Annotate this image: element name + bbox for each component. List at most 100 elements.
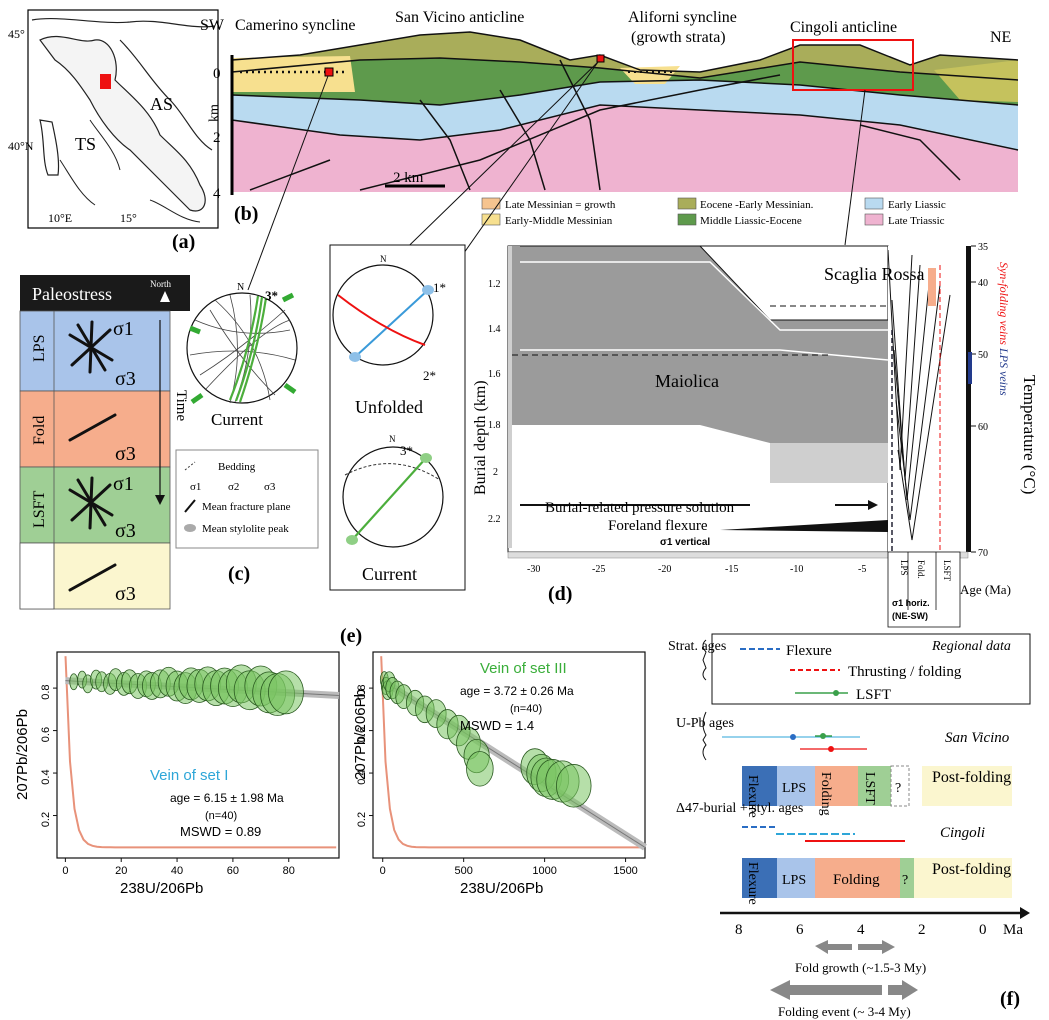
legend-middle-liassic: Middle Liassic-Eocene <box>700 215 802 227</box>
concordia-curve <box>380 656 643 849</box>
y-tick-label: 0.6 <box>40 727 52 742</box>
row-label-fold: Fold <box>31 416 48 445</box>
sv-phase-folding: Folding <box>818 772 833 816</box>
san-vicino-label: San Vicino <box>945 730 1010 746</box>
set1-age: age = 6.15 ± 1.98 Ma <box>170 791 284 805</box>
depth-tick-1-2: 1.2 <box>488 279 501 290</box>
age-tick-m30: -30 <box>527 564 540 575</box>
y-tick-label: 0.4 <box>40 769 52 784</box>
tl-tick-6: 6 <box>796 922 804 938</box>
concordia-curve <box>64 656 337 849</box>
depth-tick-2: 2 <box>213 130 221 146</box>
legend-early-liassic: Early Liassic <box>888 199 946 211</box>
legend-stylolite: Mean stylolite peak <box>202 523 289 535</box>
c-phase-flexure: Flexure <box>745 862 760 905</box>
unfolded-marker-1: 1* <box>433 280 446 295</box>
burial-axis-label: Burial depth (km) <box>472 380 489 495</box>
unfolded-marker-2: 2* <box>423 368 436 383</box>
stereonet-north: N <box>237 282 244 293</box>
foreland-flexure-label: Foreland flexure <box>608 518 708 534</box>
x-tick-label: 60 <box>227 865 239 877</box>
set1-title: Vein of set I <box>150 767 228 784</box>
post-sigma3: σ3 <box>115 583 136 605</box>
unfolded-north: N <box>380 254 387 264</box>
temp-tick-40: 40 <box>978 278 988 289</box>
set3-mswd: MSWD = 1.4 <box>460 718 534 733</box>
x-tick-label: 80 <box>283 865 295 877</box>
data-point <box>69 673 79 691</box>
data-point <box>466 751 494 787</box>
stereonet-current: N 3* Current <box>186 282 298 429</box>
y-tick-label: 0.8 <box>40 684 52 699</box>
paleostress-header: Paleostress <box>32 284 112 304</box>
legend-early-messinian: Early-Middle Messinian <box>505 215 613 227</box>
y-tick-label: 0.2 <box>40 812 52 827</box>
x-tick-label: 500 <box>454 865 472 877</box>
c-phase-folding: Folding <box>833 872 880 888</box>
cross-section: SW Camerino syncline San Vicino anticlin… <box>200 9 1019 227</box>
temp-tick-70: 70 <box>978 548 988 559</box>
study-area-marker <box>100 74 111 89</box>
depth-tick-0: 0 <box>213 66 221 82</box>
sw-label: SW <box>200 17 225 34</box>
maiolica-label: Maiolica <box>655 371 719 391</box>
ne-label: NE <box>990 29 1011 46</box>
sigma1-vertical-label: σ1 vertical <box>660 537 710 548</box>
syn-folding-label: Syn-folding veins <box>997 262 1011 345</box>
sv-phase-post-folding: Post-folding <box>932 769 1011 786</box>
sv-phase-lsft: LSFT <box>862 772 877 805</box>
lps-sigma3: σ3 <box>115 368 136 390</box>
temp-tick-60: 60 <box>978 422 988 433</box>
lon-right-label: 15° <box>120 211 137 225</box>
set3-age: age = 3.72 ± 0.26 Ma <box>460 684 574 698</box>
paleostress-table: Paleostress North LPS Fold LSFT σ1 σ3 σ3… <box>19 275 190 610</box>
depth-unit: km <box>207 104 222 122</box>
legend-sigma3: σ3 <box>264 481 276 493</box>
c-phase-lps: LPS <box>782 873 806 888</box>
legend-late-messinian: Late Messinian = growth <box>505 199 616 211</box>
growth-strata-label: (growth strata) <box>631 29 726 46</box>
legend-sigma1: σ1 <box>190 481 201 493</box>
set1-xlabel: 238U/206Pb <box>120 880 203 897</box>
age-tick-m10: -10 <box>790 564 803 575</box>
age-tick-m25: -25 <box>592 564 605 575</box>
current2-label: Current <box>362 564 417 584</box>
set3-xlabel: 238U/206Pb <box>460 880 543 897</box>
lps-sigma1: σ1 <box>113 318 134 340</box>
panel-letter-a: (a) <box>172 231 195 253</box>
lon-left-label: 10°E <box>48 211 72 225</box>
phase-lps: LPS <box>899 560 909 576</box>
depth-tick-1-6: 1.6 <box>488 369 501 380</box>
legend-bedding: Bedding <box>218 461 256 473</box>
lsft-sigma3: σ3 <box>115 520 136 542</box>
stereonet-legend: Bedding σ1 σ2 σ3 Mean fracture plane Mea… <box>175 449 319 549</box>
stereonet-box: N 1* 2* Unfolded N 3* Current <box>329 244 466 591</box>
ts-label: TS <box>75 134 96 154</box>
age-tick-m15: -15 <box>725 564 738 575</box>
d47-label: Δ47-burial + styl. ages <box>676 801 803 816</box>
current2-north: N <box>389 434 396 444</box>
cingoli-highlight-box <box>792 39 914 91</box>
y-tick-label: 0.8 <box>356 684 368 699</box>
data-point <box>268 670 304 715</box>
lat-mid-label: 40°N <box>8 139 34 153</box>
aliforni-label: Aliforni syncline <box>628 9 737 26</box>
upb-ages-label: U-Pb ages <box>676 716 734 731</box>
lsft-sigma1: σ1 <box>113 473 134 495</box>
panel-letter-c: (c) <box>228 563 250 585</box>
data-point <box>556 764 592 808</box>
depth-tick-4: 4 <box>213 186 221 202</box>
current2-marker: 3* <box>400 443 413 458</box>
sigma-direction-label: (NE-SW) <box>892 611 928 621</box>
tl-tick-8: 8 <box>735 922 743 938</box>
temp-tick-35: 35 <box>978 242 988 253</box>
north-arrow-icon <box>160 291 170 302</box>
row-label-lps: LPS <box>31 334 48 362</box>
regional-data-label: Regional data <box>931 639 1011 654</box>
phase-fold: Fold. <box>916 560 926 579</box>
pressure-solution-label: Burial-related pressure solution <box>545 500 735 516</box>
y-tick-label: 0.4 <box>356 769 368 784</box>
phase-lsft: LSFT <box>942 560 952 582</box>
